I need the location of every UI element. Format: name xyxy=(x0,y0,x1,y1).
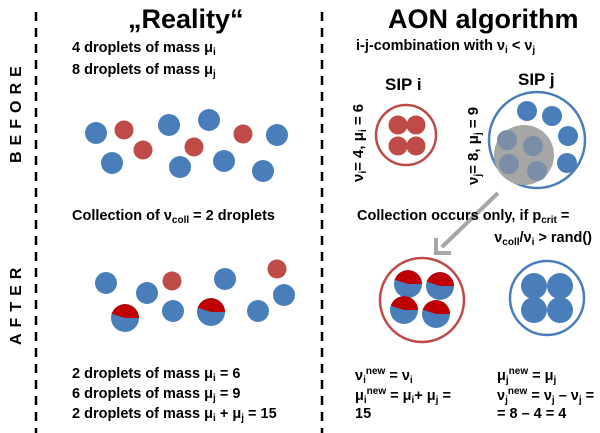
droplet-j xyxy=(198,109,220,131)
sip-i-after-circle xyxy=(378,256,466,344)
droplet-j xyxy=(101,152,123,174)
sip-i-params: νi= 4, μi = 6 xyxy=(350,103,369,182)
droplet-j xyxy=(158,114,180,136)
arrow xyxy=(440,191,500,249)
sip-i-label: SIP i xyxy=(385,75,422,94)
label-after: AFTER xyxy=(8,261,25,345)
droplet-j xyxy=(214,268,236,290)
droplet-j xyxy=(213,150,235,172)
droplet-j xyxy=(136,282,158,304)
after-line-1: 2 droplets of mass μi = 6 xyxy=(72,366,241,384)
label-before: BEFORE xyxy=(8,60,25,163)
sip-i-droplet xyxy=(388,136,408,156)
sip-j-selected-droplet xyxy=(499,154,519,174)
result-i-line-1: νinew = νi xyxy=(355,366,413,386)
before-line-1: 4 droplets of mass μi xyxy=(72,40,216,58)
sip-j-droplet xyxy=(557,153,577,173)
droplet-j xyxy=(85,122,107,144)
droplet-j xyxy=(247,300,269,322)
condition-line-2: νcoll/νi > rand() xyxy=(494,230,592,248)
sip-j-selected-droplet xyxy=(527,161,547,181)
result-i-line-3: 15 xyxy=(355,406,372,422)
merged-droplet-red-part xyxy=(390,296,418,310)
result-j-line-1: μjnew = μj xyxy=(497,366,557,386)
droplet-i xyxy=(184,137,204,157)
droplet-j xyxy=(169,156,191,178)
merged-droplet-red-part xyxy=(394,270,422,284)
before-line-2: 8 droplets of mass μj xyxy=(72,62,216,80)
sip-j-after-droplet xyxy=(547,273,573,299)
sip-i-droplet xyxy=(388,115,408,135)
sip-j-label: SIP j xyxy=(518,70,555,89)
droplet-i xyxy=(267,259,287,279)
merged-droplet-red-part xyxy=(197,298,225,312)
droplet-j xyxy=(95,272,117,294)
sip-j-droplet xyxy=(542,106,562,126)
collection-text: Collection of νcoll = 2 droplets xyxy=(72,208,275,226)
droplet-j xyxy=(252,160,274,182)
result-j-line-3: = 8 – 4 = 4 xyxy=(497,406,567,422)
arrow-head xyxy=(434,238,451,255)
condition-line-1: Collection occurs only, if pcrit = xyxy=(357,208,570,226)
sip-i-circle xyxy=(374,103,438,167)
sip-i-droplet xyxy=(406,136,426,156)
droplet-j xyxy=(162,300,184,322)
merged-droplet-red-part xyxy=(426,272,454,286)
result-i-line-2: μinew = μi+ μj = xyxy=(355,386,451,406)
combination-text: i-j-combination with νi < νj xyxy=(356,38,536,56)
sip-j-after-circle xyxy=(508,259,586,337)
aon-title: AON algorithm xyxy=(388,4,579,34)
sip-j-droplet xyxy=(558,126,578,146)
sip-j-droplet xyxy=(517,101,537,121)
sip-j-after-droplet xyxy=(521,297,547,323)
after-line-3: 2 droplets of mass μi + μj = 15 xyxy=(72,406,277,424)
after-line-2: 6 droplets of mass μj = 9 xyxy=(72,386,241,404)
merged-droplet-red-part xyxy=(111,304,139,318)
merged-droplet-red-part xyxy=(422,300,450,314)
droplet-i xyxy=(162,271,182,291)
sip-j-circle xyxy=(487,90,587,190)
droplet-i xyxy=(114,120,134,140)
sip-j-after-droplet xyxy=(521,273,547,299)
droplet-j xyxy=(266,124,288,146)
sip-j-params: νj= 8, μj = 9 xyxy=(465,106,484,185)
droplet-i xyxy=(133,140,153,160)
sip-j-selected-droplet xyxy=(497,130,517,150)
droplet-j xyxy=(273,284,295,306)
sip-j-after-droplet xyxy=(547,297,573,323)
result-j-line-2: νjnew = νj – νj = xyxy=(497,386,595,406)
reality-title: „Reality“ xyxy=(128,4,244,34)
droplet-i xyxy=(233,124,253,144)
sip-i-droplet xyxy=(406,115,426,135)
sip-j-selected-droplet xyxy=(523,136,543,156)
